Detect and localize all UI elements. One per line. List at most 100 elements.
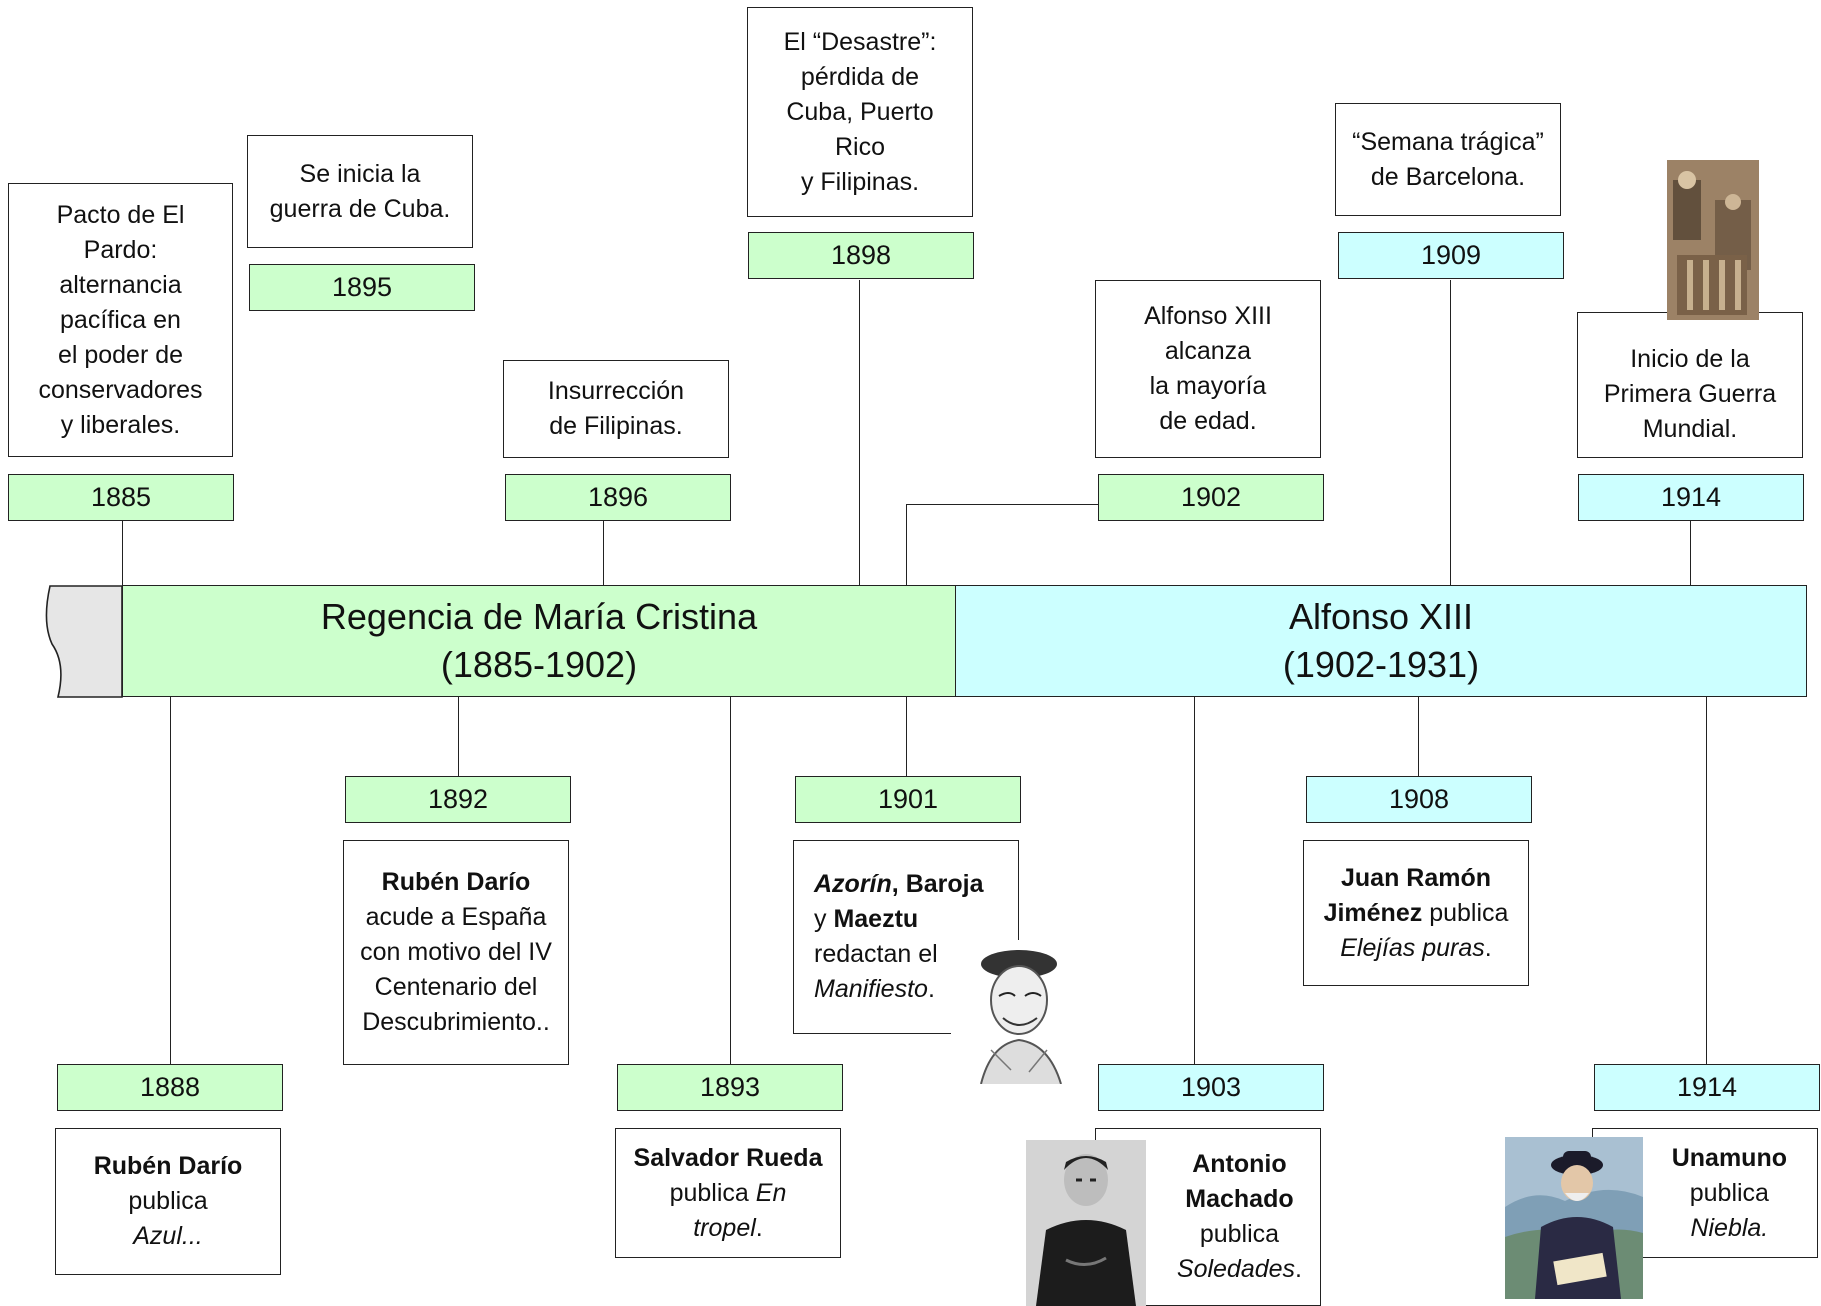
year-label-1885: 1885: [8, 474, 234, 521]
author-name: Salvador Rueda: [633, 1143, 823, 1172]
connector-1903: [1194, 697, 1195, 1064]
event-text: conservadores: [38, 375, 203, 404]
event-text: y: [814, 905, 834, 933]
event-text: “Semana trágica”: [1352, 127, 1544, 156]
connector-1902-h: [906, 504, 1100, 505]
event-text: de Barcelona.: [1370, 162, 1526, 191]
work-title: En: [755, 1178, 787, 1207]
author-name: Juan Ramón: [1340, 863, 1492, 892]
event-box-1909: “Semana trágica” de Barcelona.: [1335, 103, 1561, 216]
event-text: publica: [1689, 1178, 1769, 1207]
connector-1914-top: [1690, 520, 1691, 586]
sewing-workers-icon: [1667, 160, 1759, 320]
event-text: Rico: [834, 132, 885, 161]
event-text: de edad.: [1159, 407, 1257, 435]
scroll-edge-icon: [45, 585, 123, 698]
event-box-1902: Alfonso XIII alcanza la mayoría de edad.: [1095, 280, 1321, 458]
event-text: el poder de: [57, 340, 184, 369]
event-text: guerra de Cuba.: [269, 194, 451, 223]
event-box-1893: Salvador Rueda publica En tropel.: [615, 1128, 841, 1258]
painted-portrait-icon: [1505, 1137, 1643, 1299]
author-name: Antonio: [1192, 1150, 1287, 1178]
year-label-1902: 1902: [1098, 474, 1324, 521]
year-label-1908: 1908: [1306, 776, 1532, 823]
event-box-1896: Insurrección de Filipinas.: [503, 360, 729, 458]
year-label-1901: 1901: [795, 776, 1021, 823]
event-box-1888: Rubén Darío publica Azul...: [55, 1128, 281, 1275]
work-title: Soledades: [1176, 1255, 1296, 1283]
ramiro-de-maeztu-sketch: [951, 940, 1087, 1084]
year-label-1898: 1898: [748, 232, 974, 279]
year-label-1914-top: 1914: [1578, 474, 1804, 521]
photo-portrait-icon: [1026, 1140, 1146, 1306]
event-text: la mayoría: [1149, 372, 1267, 400]
event-text: Se inicia la: [299, 159, 421, 188]
event-text: con motivo del IV: [360, 938, 552, 966]
event-text: Pardo:: [83, 235, 158, 264]
author-name: Azorín: [814, 870, 892, 898]
event-text: Centenario del: [374, 973, 538, 1001]
work-title: tropel: [693, 1213, 756, 1242]
connector-1908: [1418, 697, 1419, 776]
author-name: Unamuno: [1671, 1143, 1787, 1172]
event-box-1895: Se inicia la guerra de Cuba.: [247, 135, 473, 248]
event-text: Pacto de El: [56, 200, 185, 229]
connector-1901: [906, 697, 907, 776]
event-text: Insurrección: [547, 377, 685, 405]
event-box-1885: Pacto de El Pardo: alternancia pacífica …: [8, 183, 233, 457]
event-text: Mundial.: [1642, 414, 1738, 443]
antonio-machado-photo: [1026, 1140, 1146, 1306]
event-text: alcanza: [1164, 337, 1252, 365]
event-text: .: [1295, 1255, 1302, 1283]
event-box-1908: Juan Ramón Jiménez publica Elejías puras…: [1303, 840, 1529, 986]
regency-band: Regencia de María Cristina (1885-1902): [122, 585, 956, 697]
year-label-1893: 1893: [617, 1064, 843, 1111]
year-label-1909: 1909: [1338, 232, 1564, 279]
alfonso-band: Alfonso XIII (1902-1931): [955, 585, 1807, 697]
work-title: Manifiesto: [814, 975, 928, 1003]
event-box-1898: El “Desastre”: pérdida de Cuba, Puerto R…: [747, 7, 973, 217]
work-title: Azul...: [133, 1222, 203, 1250]
event-text: Descubrimiento..: [362, 1008, 550, 1036]
event-text: El “Desastre”:: [783, 27, 937, 56]
event-box-1892: Rubén Darío acude a España con motivo de…: [343, 840, 569, 1065]
year-label-1888: 1888: [57, 1064, 283, 1111]
year-label-1896: 1896: [505, 474, 731, 521]
event-text: y liberales.: [60, 410, 181, 439]
sewing-workers-photo: [1667, 160, 1759, 320]
connector-1885: [122, 520, 123, 586]
event-text: pérdida de: [800, 62, 920, 91]
event-text: publica: [1199, 1220, 1280, 1248]
event-text: publica: [669, 1178, 749, 1207]
connector-1909: [1450, 280, 1451, 586]
author-name: Jiménez: [1323, 898, 1423, 927]
year-label-1892: 1892: [345, 776, 571, 823]
connector-1893: [730, 697, 731, 1064]
event-text: redactan el: [814, 940, 938, 968]
event-text: pacífica en: [60, 305, 181, 334]
event-text: Cuba, Puerto: [786, 97, 934, 126]
author-name: Maeztu: [833, 905, 919, 933]
event-text: alternancia: [59, 270, 182, 299]
year-label-1914-bottom: 1914: [1594, 1064, 1820, 1111]
author-name: Machado: [1185, 1185, 1294, 1213]
work-title: Elejías puras: [1340, 933, 1485, 962]
event-text: .: [927, 975, 935, 1003]
event-text: Alfonso XIII: [1144, 302, 1272, 330]
connector-1914-bottom: [1706, 697, 1707, 1064]
event-text: .: [1484, 933, 1492, 962]
alfonso-title: Alfonso XIII: [1288, 596, 1474, 637]
sketch-portrait-icon: [980, 950, 1062, 1084]
regency-range: (1885-1902): [440, 644, 638, 685]
event-text: publica: [128, 1187, 208, 1215]
event-box-1903: Antonio Machado publica Soledades.: [1095, 1128, 1321, 1306]
connector-1898: [859, 280, 860, 586]
author-name: Rubén Darío: [381, 868, 531, 896]
event-text: de Filipinas.: [549, 412, 683, 440]
event-text: .: [755, 1213, 763, 1242]
year-label-1895: 1895: [249, 264, 475, 311]
event-text: ,: [891, 870, 906, 898]
alfonso-range: (1902-1931): [1282, 644, 1480, 685]
connector-1902: [906, 504, 907, 586]
